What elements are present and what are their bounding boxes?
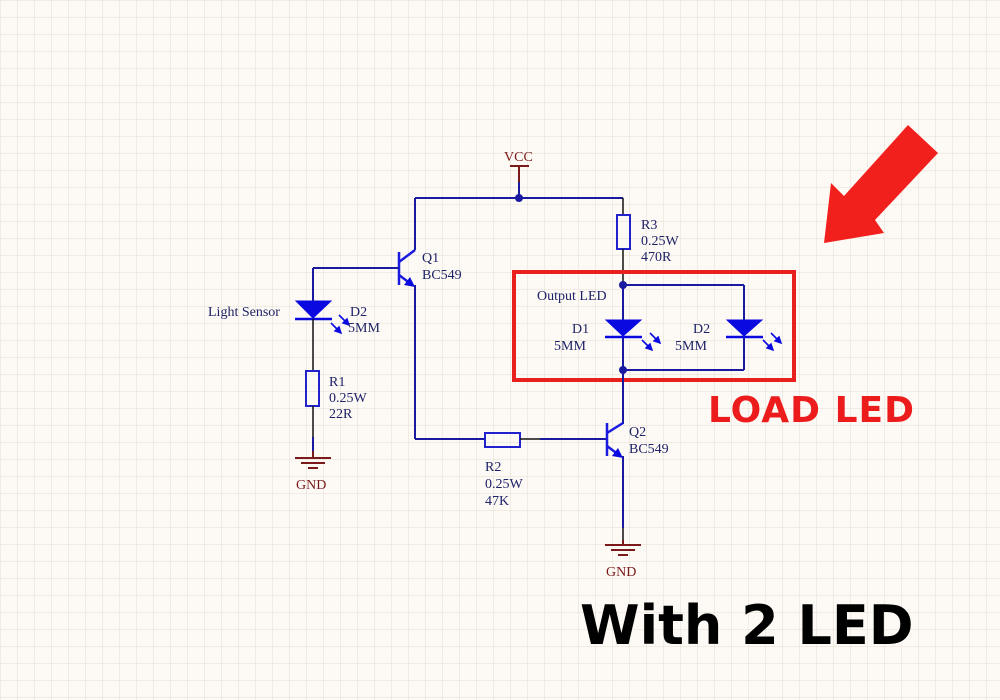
q2-value: BC549 xyxy=(629,442,669,457)
vcc-symbol: VCC xyxy=(504,150,533,198)
sensor-name: Light Sensor xyxy=(208,305,280,320)
junction-vcc xyxy=(515,194,523,202)
d2-value: 5MM xyxy=(675,339,707,354)
gnd-label-left: GND xyxy=(296,478,326,493)
led-d2: D2 5MM xyxy=(675,319,783,354)
vcc-label: VCC xyxy=(504,150,533,165)
r3-power: 0.25W xyxy=(641,234,680,249)
r1-value: 22R xyxy=(329,407,353,422)
r3-value: 470R xyxy=(641,250,672,265)
resistor-r1: R1 0.25W 22R xyxy=(305,370,368,451)
sensor-value: 5MM xyxy=(348,321,380,336)
red-arrow-icon xyxy=(824,125,938,243)
gnd-label-right: GND xyxy=(606,565,636,580)
r2-power: 0.25W xyxy=(485,477,524,492)
r1-ref: R1 xyxy=(329,375,345,390)
transistor-q2: Q2 BC549 xyxy=(605,421,669,458)
resistor-r2: R2 0.25W 47K xyxy=(484,432,607,509)
light-sensor-diode: Light Sensor D2 5MM xyxy=(208,300,380,336)
q2-ref: Q2 xyxy=(629,425,646,440)
r1-power: 0.25W xyxy=(329,391,368,406)
q1-ref: Q1 xyxy=(422,251,439,266)
ground-symbol-left: GND xyxy=(295,451,331,493)
transistor-q1: Q1 BC549 xyxy=(397,249,462,287)
load-led-highlight-box xyxy=(512,270,796,382)
d1-ref: D1 xyxy=(572,322,589,337)
sensor-ref: D2 xyxy=(350,305,367,320)
q1-value: BC549 xyxy=(422,268,462,283)
resistor-r3: R3 0.25W 470R xyxy=(616,214,680,285)
r2-value: 47K xyxy=(485,494,509,509)
led-d1: D1 5MM xyxy=(554,319,662,354)
ground-symbol-right: GND xyxy=(605,540,641,580)
d1-value: 5MM xyxy=(554,339,586,354)
r2-ref: R2 xyxy=(485,460,501,475)
caption-text: With 2 LED xyxy=(580,594,914,657)
d2-ref: D2 xyxy=(693,322,710,337)
r3-ref: R3 xyxy=(641,218,657,233)
load-led-label: LOAD LED xyxy=(708,390,915,431)
output-led-label: Output LED xyxy=(537,289,607,304)
